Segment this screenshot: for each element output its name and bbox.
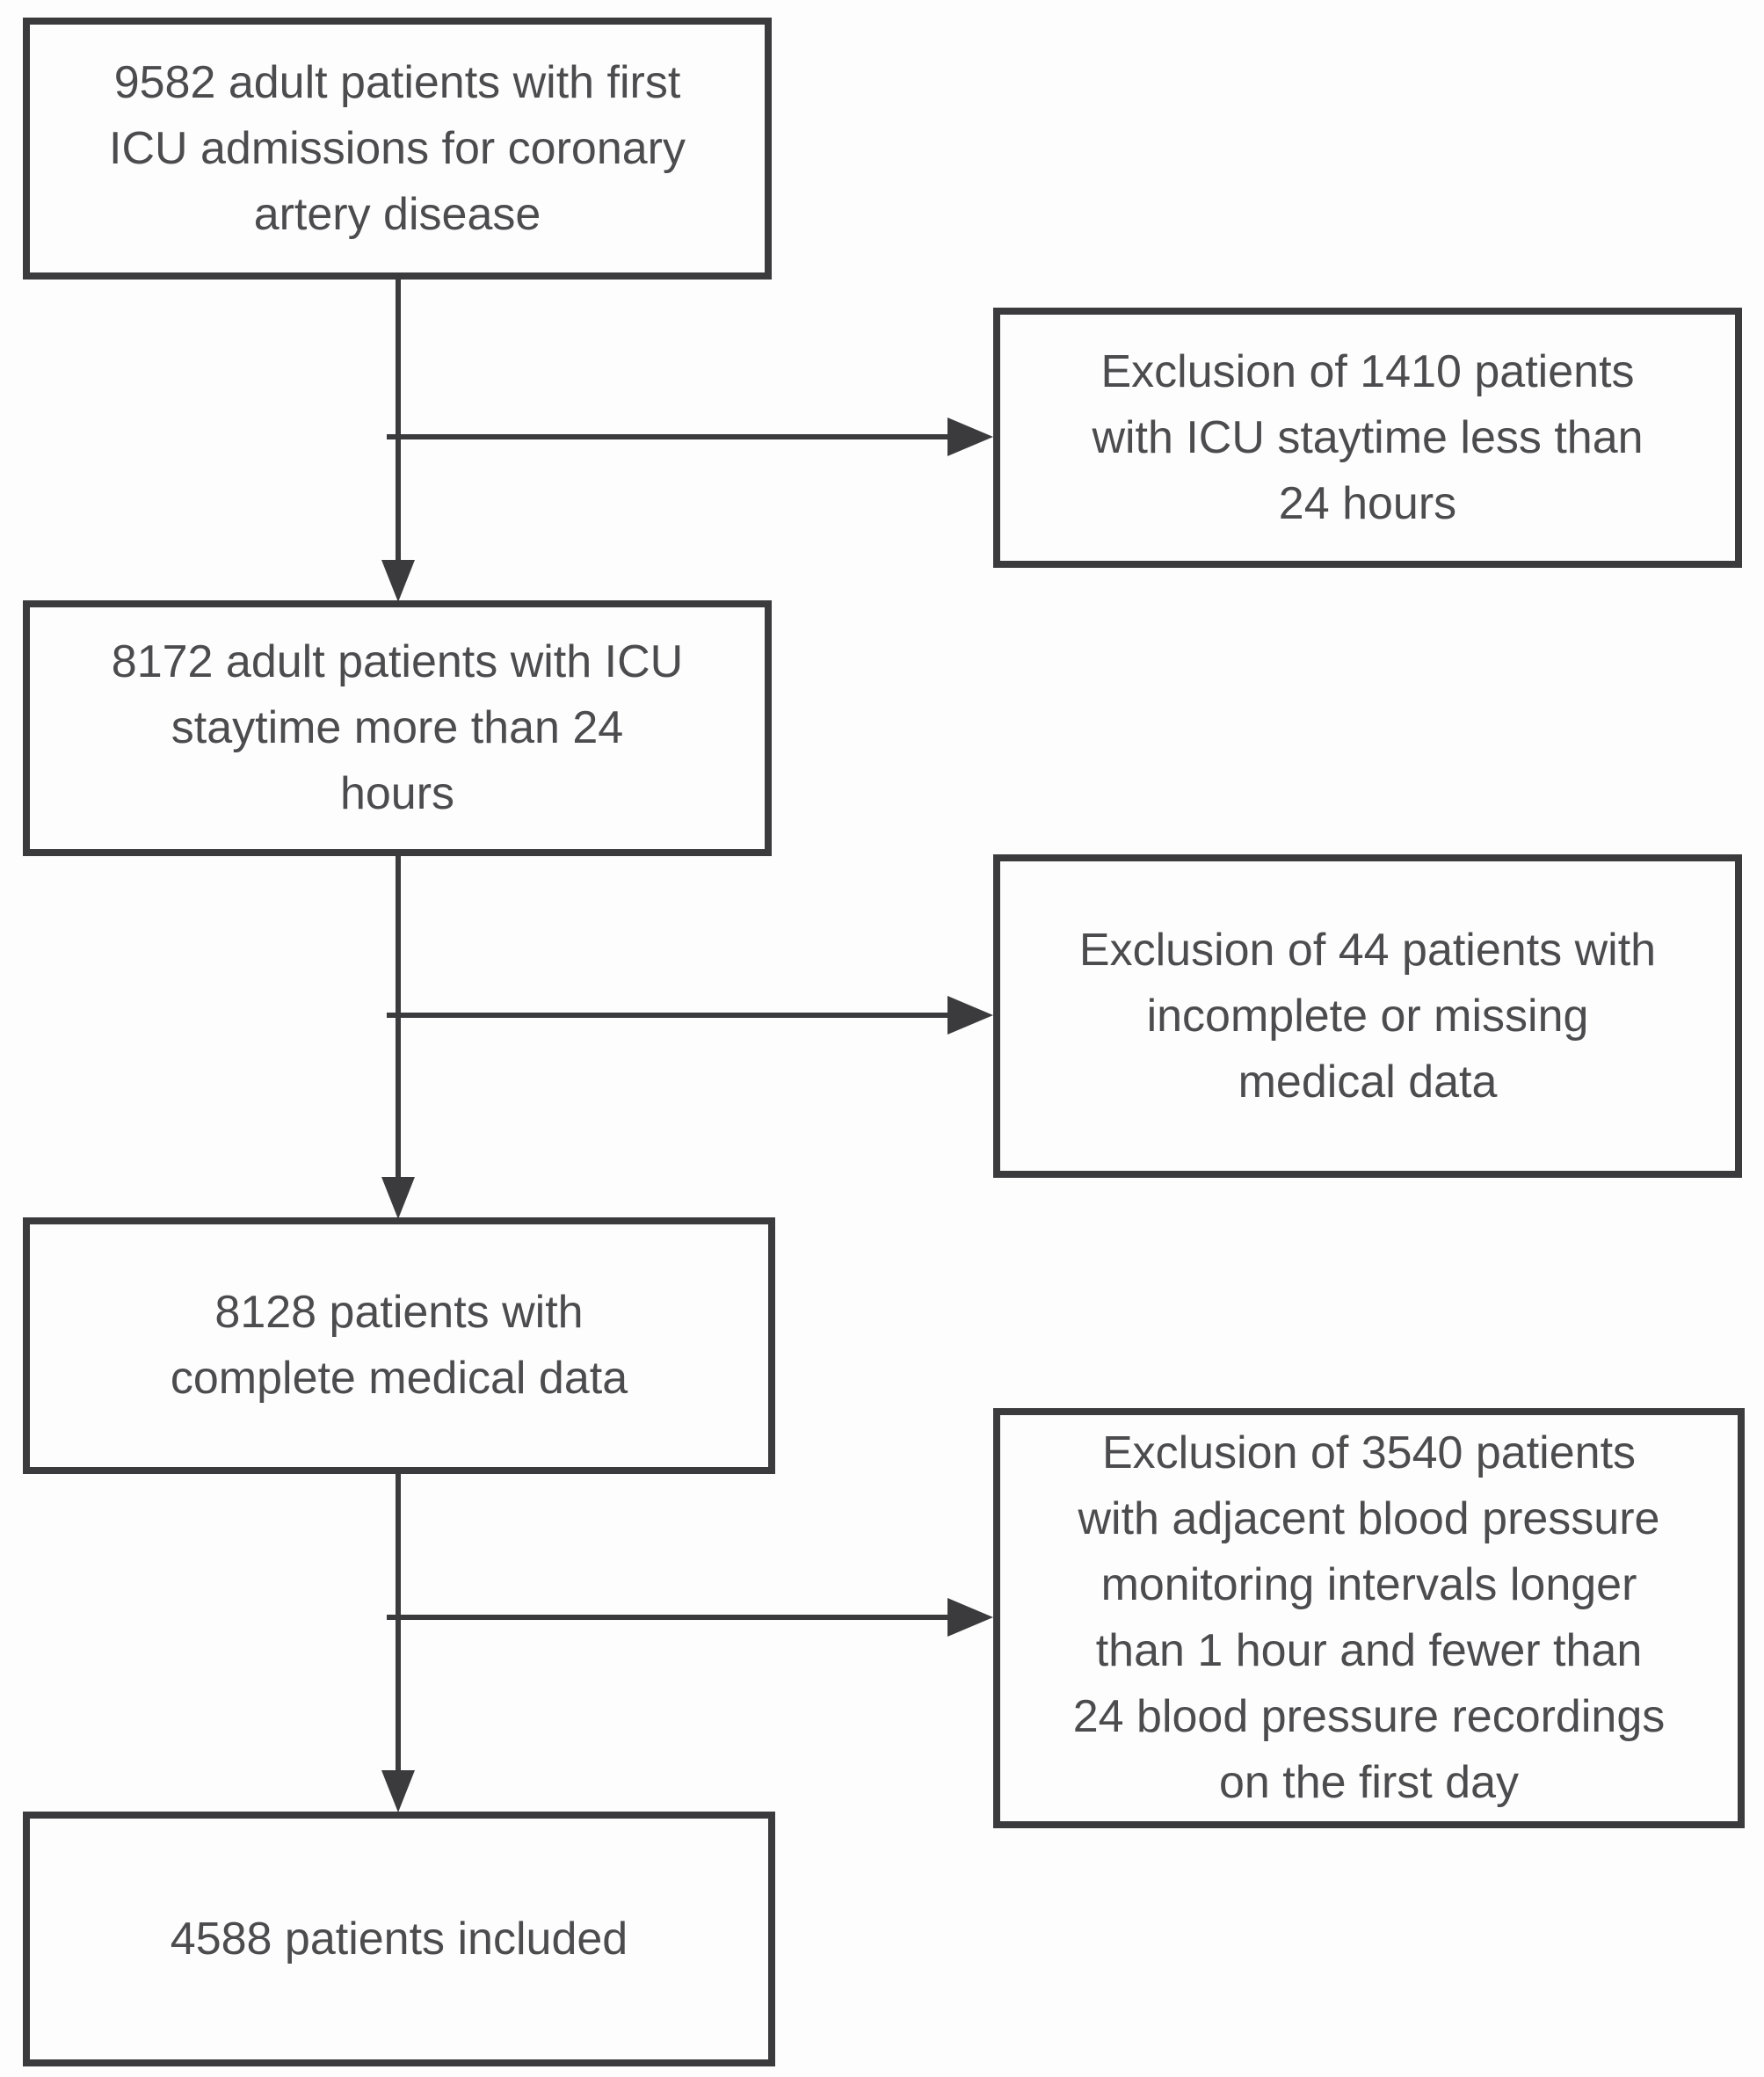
flow-box-complete-data-cohort: 8128 patients with complete medical data — [23, 1217, 775, 1474]
branch-line-to-exclusion-bp-monitoring — [387, 1615, 951, 1620]
arrowhead-down-icon — [381, 1770, 415, 1812]
flow-box-staytime-cohort: 8172 adult patients with ICU staytime mo… — [23, 600, 772, 856]
arrowhead-right-icon — [947, 996, 993, 1035]
arrowhead-right-icon — [947, 418, 993, 456]
arrowhead-right-icon — [947, 1598, 993, 1637]
connector-line-complete-to-included — [396, 1474, 401, 1773]
branch-line-to-exclusion-missing-data — [387, 1013, 951, 1018]
arrowhead-down-icon — [381, 1177, 415, 1219]
flow-box-included-cohort: 4588 patients included — [23, 1812, 775, 2066]
connector-line-staytime-to-complete — [396, 856, 401, 1180]
flow-box-exclusion-missing-data: Exclusion of 44 patients with incomplete… — [993, 854, 1742, 1178]
connector-line-initial-to-staytime — [396, 279, 401, 564]
arrowhead-down-icon — [381, 560, 415, 602]
branch-line-to-exclusion-short-staytime — [387, 434, 951, 439]
flow-box-exclusion-short-staytime: Exclusion of 1410 patients with ICU stay… — [993, 308, 1742, 568]
flow-box-exclusion-bp-monitoring: Exclusion of 3540 patients with adjacent… — [993, 1408, 1745, 1828]
flow-box-initial-cohort: 9582 adult patients with first ICU admis… — [23, 18, 772, 280]
